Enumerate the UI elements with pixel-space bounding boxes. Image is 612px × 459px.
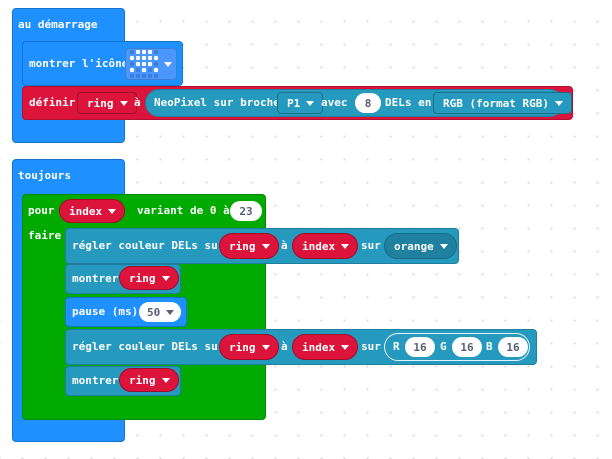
led-pixel xyxy=(148,74,152,78)
led-pixel xyxy=(148,62,152,66)
chevron-down-icon xyxy=(439,243,448,249)
color-mode-dropdown[interactable]: RGB (format RGB) xyxy=(433,92,572,114)
rgb-b-label: B xyxy=(486,340,493,353)
chevron-down-icon xyxy=(164,61,172,67)
leds-in-label: DELs en xyxy=(385,96,432,109)
led-pixel xyxy=(136,68,140,72)
led-pixel xyxy=(148,56,152,60)
variable-ring[interactable]: ring xyxy=(219,334,279,360)
on-start-label: au démarrage xyxy=(18,18,98,31)
chevron-down-icon xyxy=(341,243,350,249)
led-pixel xyxy=(154,56,158,60)
to-label: à xyxy=(134,96,141,109)
led-pixel xyxy=(142,56,146,60)
led-pixel xyxy=(148,68,152,72)
led-pixel xyxy=(130,68,134,72)
led-count-input[interactable]: 8 xyxy=(355,93,381,113)
led-pixel xyxy=(136,50,140,54)
chevron-down-icon xyxy=(108,208,117,214)
pin-dropdown[interactable]: P1 xyxy=(277,92,324,114)
rgb-r-label: R xyxy=(393,340,400,353)
led-pixel xyxy=(142,68,146,72)
show-label: montrer xyxy=(72,374,119,387)
led-pixel xyxy=(154,62,158,66)
show-icon-label: montrer l'icône xyxy=(29,57,129,70)
color-dropdown-orange[interactable]: orange xyxy=(384,233,457,259)
variable-dropdown-ring[interactable]: ring xyxy=(77,92,137,114)
rgb-r-input[interactable]: 16 xyxy=(405,337,435,357)
led-pixel xyxy=(148,50,152,54)
at-label: à xyxy=(281,239,288,252)
chevron-down-icon xyxy=(554,100,563,106)
led-pixel xyxy=(154,50,158,54)
variable-ring[interactable]: ring xyxy=(219,233,279,259)
forever-label: toujours xyxy=(18,169,71,182)
led-pixel xyxy=(154,74,158,78)
variable-ring[interactable]: ring xyxy=(119,368,179,392)
chevron-down-icon xyxy=(166,309,175,315)
neopixel-label: NeoPixel sur broche xyxy=(154,96,280,109)
chevron-down-icon xyxy=(119,100,128,106)
led-pixel xyxy=(154,68,158,72)
variable-index[interactable]: index xyxy=(292,233,359,259)
icon-dropdown[interactable] xyxy=(125,48,177,80)
led-pixel xyxy=(142,74,146,78)
do-label: faire xyxy=(28,229,62,242)
loop-variable-index[interactable]: index xyxy=(59,199,126,223)
led-pixel xyxy=(142,62,146,66)
with-label: avec xyxy=(321,96,348,109)
rgb-g-input[interactable]: 16 xyxy=(452,337,482,357)
led-pixel xyxy=(130,62,134,66)
show-label: montrer xyxy=(72,272,119,285)
rgb-b-input[interactable]: 16 xyxy=(498,337,528,357)
at-label: à xyxy=(281,340,288,353)
chevron-down-icon xyxy=(161,275,170,281)
chevron-down-icon xyxy=(261,344,270,350)
led-pixel xyxy=(136,74,140,78)
range-end-input[interactable]: 23 xyxy=(230,201,262,221)
tortoise-icon xyxy=(130,50,158,78)
for-label: pour xyxy=(28,204,55,217)
led-pixel xyxy=(136,56,140,60)
set-pixel-label: régler couleur DELs sur xyxy=(72,239,225,252)
on-label: sur xyxy=(361,340,381,353)
led-pixel xyxy=(130,56,134,60)
pause-duration-dropdown[interactable]: 50 xyxy=(139,302,182,322)
variable-ring[interactable]: ring xyxy=(119,266,179,290)
chevron-down-icon xyxy=(306,100,315,106)
pause-label: pause (ms) xyxy=(72,305,139,318)
range-label: variant de 0 à xyxy=(137,204,230,217)
chevron-down-icon xyxy=(261,243,270,249)
set-label: définir xyxy=(29,96,76,109)
chevron-down-icon xyxy=(161,377,170,383)
set-pixel-label: régler couleur DELs sur xyxy=(72,340,225,353)
on-label: sur xyxy=(361,239,381,252)
rgb-g-label: G xyxy=(440,340,447,353)
chevron-down-icon xyxy=(341,344,350,350)
led-pixel xyxy=(130,74,134,78)
led-pixel xyxy=(130,50,134,54)
variable-index[interactable]: index xyxy=(292,334,359,360)
led-pixel xyxy=(136,62,140,66)
led-pixel xyxy=(142,50,146,54)
